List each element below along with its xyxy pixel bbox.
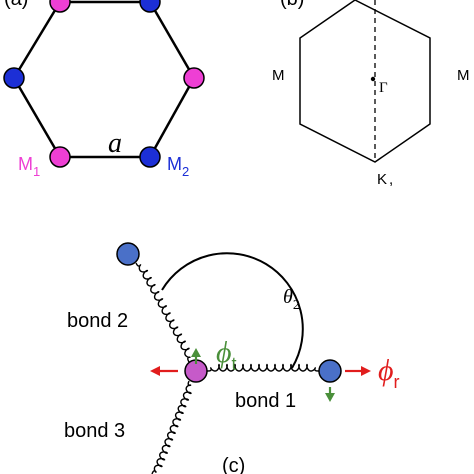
lattice-constant-label: a [108, 128, 122, 159]
spring-bond-1 [207, 363, 319, 372]
bond-3-label: bond 3 [64, 420, 125, 442]
panel-c-label: (c) [222, 455, 245, 474]
panel-c: θ2 ϕt ϕr bond 2 bond 1 bond 3 (c) [64, 242, 400, 474]
spring-bond-2 [135, 262, 191, 363]
k-label: K, [377, 171, 393, 188]
hex-edge-upper-right [148, 1, 196, 79]
gamma-label: Γ [379, 80, 388, 96]
atom-blue-right [318, 359, 342, 383]
atom-blue-top [139, 0, 161, 13]
m-label-right: M [457, 67, 470, 84]
hex-edge-lower-right [148, 77, 196, 158]
hex-edge-upper-left [12, 1, 62, 79]
atom-blue-upper [116, 242, 140, 266]
bond-1-label: bond 1 [235, 390, 296, 412]
atom-m2 [139, 146, 161, 168]
green-arrow-up [191, 348, 201, 364]
theta-angle-arc [161, 252, 304, 369]
atom-blue-left [3, 67, 25, 89]
m1-label: M1 [18, 154, 40, 179]
m2-label: M2 [167, 154, 189, 179]
hexagon-lattice [12, 0, 196, 159]
red-arrow-right [345, 366, 371, 376]
red-arrow-left [150, 366, 178, 376]
phi-r-label: ϕr [378, 354, 400, 392]
m-label-left: M [272, 67, 285, 84]
bond-2-label: bond 2 [67, 310, 128, 332]
panel-b: (b) Γ M M K, [272, 0, 470, 188]
panel-a: (a) a M1 M2 [3, 0, 205, 179]
green-arrow-down [325, 387, 335, 402]
atom-magenta-top [49, 0, 71, 13]
theta-label: θ2 [283, 286, 300, 313]
panel-a-label: (a) [4, 0, 28, 10]
panel-b-label: (b) [280, 0, 304, 10]
hex-edge-lower-left [12, 77, 62, 158]
gamma-point [370, 76, 376, 82]
atom-m1 [49, 146, 71, 168]
brillouin-zone-hexagon [299, 0, 431, 163]
phi-t-label: ϕt [216, 336, 237, 374]
atom-magenta-right [183, 67, 205, 89]
spring-bond-3 [151, 380, 192, 474]
